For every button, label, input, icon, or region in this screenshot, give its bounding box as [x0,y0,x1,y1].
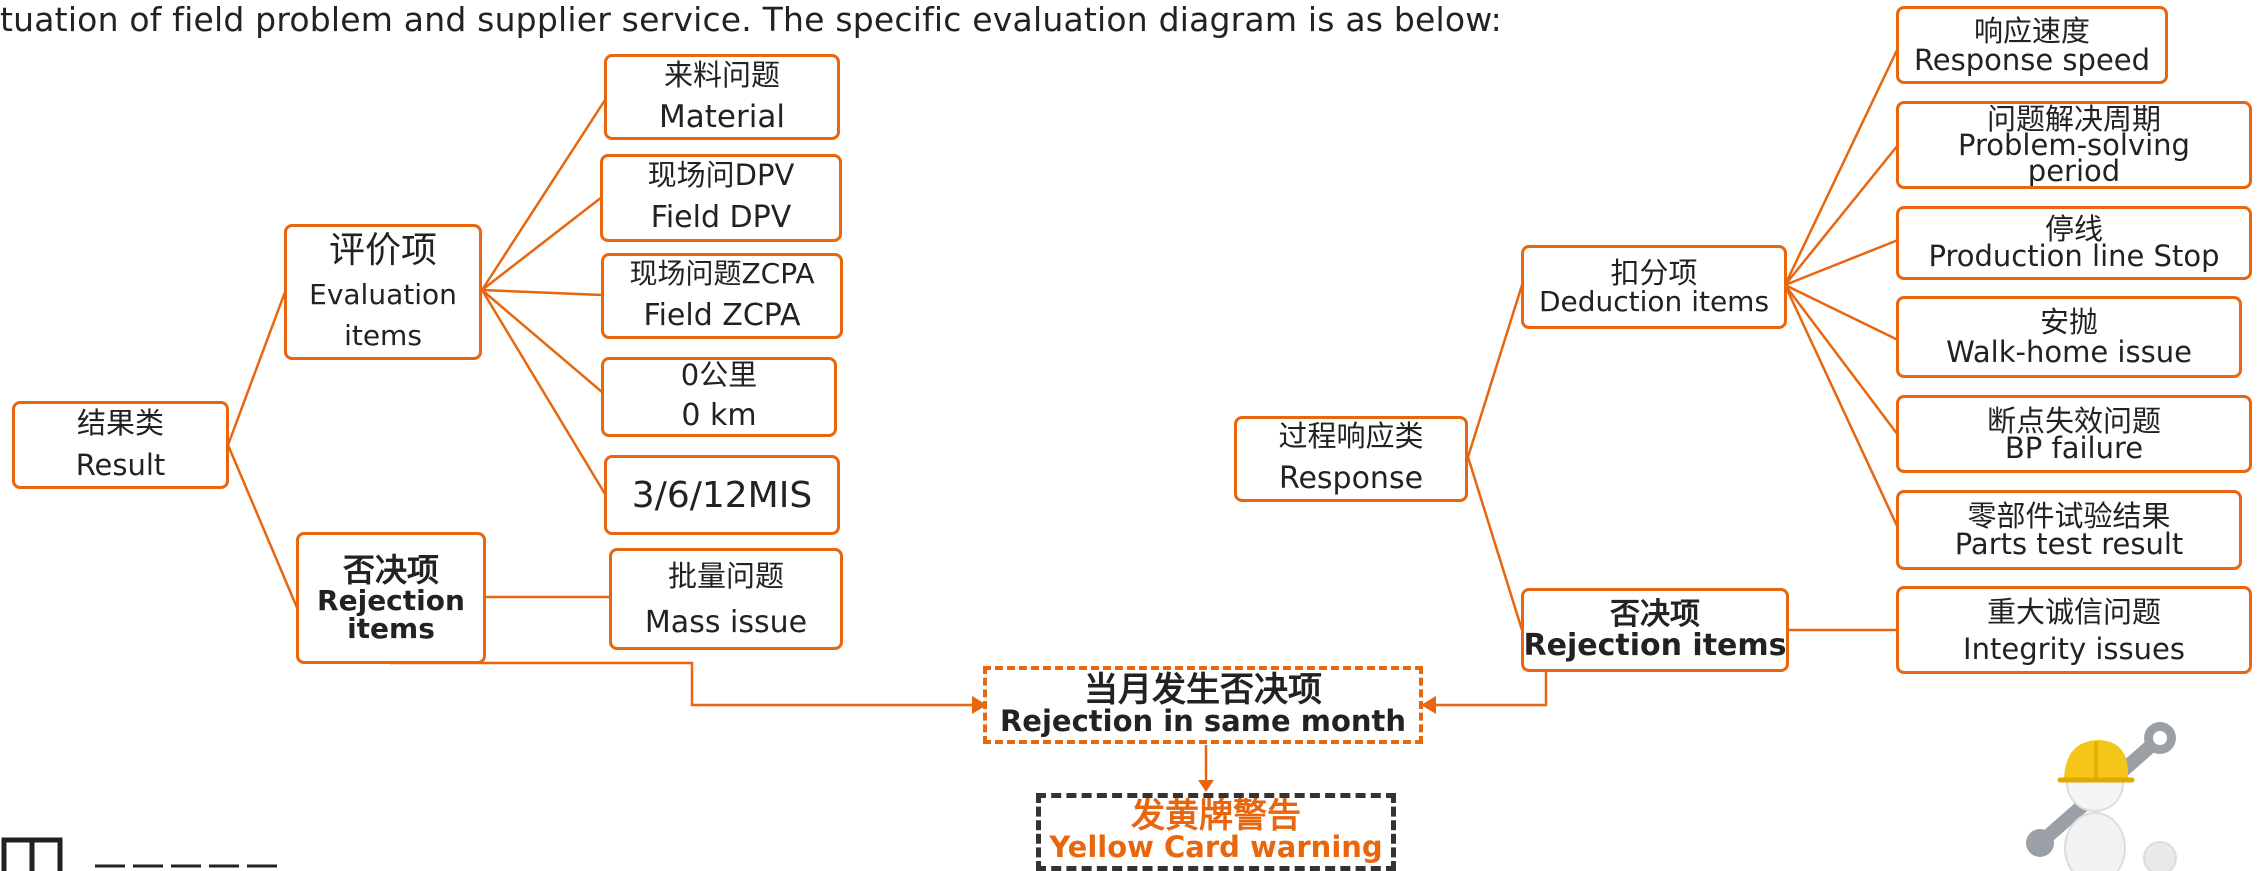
deduction-en: Deduction items [1538,285,1770,318]
result-rejection-en2: items [347,612,435,645]
result-cn: 结果类 [76,406,164,440]
response-en: Response [1278,461,1424,496]
response-speed-en: Response speed [1913,43,2151,77]
integrity-en: Integrity issues [1963,632,2185,666]
walk-home-cn: 安抛 [2039,305,2098,339]
bp-failure-cn: 断点失效问题 [1986,404,2161,438]
result-rejection-cn: 否决项 [342,551,439,589]
intro-text: tuation of field problem and supplier se… [0,0,1502,39]
parts-test-cn: 零部件试验结果 [1967,499,2171,533]
response-rejection-node: 否决项 Rejection items [1521,588,1789,672]
same-month-en: Rejection in same month [999,704,1407,738]
bp-failure-en: BP failure [2004,431,2144,465]
yellow-card-cn: 发黄牌警告 [1131,796,1301,836]
line-stop-cn: 停线 [2044,212,2103,246]
response-rejection-cn: 否决项 [1610,597,1700,632]
same-month-node: 当月发生否决项 Rejection in same month [983,666,1423,744]
line-stop-node: 停线 Production line Stop [1896,206,2252,280]
bp-failure-node: 断点失效问题 BP failure [1896,395,2252,473]
walk-home-node: 安抛 Walk-home issue [1896,296,2242,378]
evaluation-node: 评价项 Evaluation items [284,224,482,360]
logo-icon [1,837,277,871]
field-dpv-en: Field DPV [650,200,792,235]
evaluation-en2: items [344,319,422,352]
response-cn: 过程响应类 [1278,419,1424,453]
field-zcpa-cn: 现场问题ZCPA [629,257,815,290]
zero-km-cn: 0公里 [680,358,758,392]
field-zcpa-en: Field ZCPA [643,298,801,333]
integrity-cn: 重大诚信问题 [1986,595,2161,629]
material-cn: 来料问题 [663,58,780,92]
walk-home-en: Walk-home issue [1946,335,2192,369]
integrity-node: 重大诚信问题 Integrity issues [1896,586,2252,674]
field-dpv-node: 现场问DPV Field DPV [600,154,842,242]
yellow-card-en: Yellow Card warning [1049,830,1383,864]
deduction-cn: 扣分项 [1610,256,1698,290]
response-node: 过程响应类 Response [1234,416,1468,502]
deduction-node: 扣分项 Deduction items [1521,245,1787,329]
field-dpv-cn: 现场问DPV [647,158,795,192]
result-en: Result [75,448,166,482]
line-stop-en: Production line Stop [1928,239,2220,273]
material-node: 来料问题 Material [604,54,840,140]
mis-node: 3/6/12MIS [604,455,840,535]
problem-solving-en1: Problem-solving [1958,128,2190,162]
mis-en: 3/6/12MIS [631,474,813,516]
response-speed-node: 响应速度 Response speed [1896,6,2168,84]
response-rejection-en: Rejection items [1523,628,1787,663]
parts-test-en: Parts test result [1954,527,2184,561]
same-month-cn: 当月发生否决项 [1084,670,1322,710]
evaluation-cn: 评价项 [328,230,437,271]
evaluation-en1: Evaluation [309,278,457,311]
mechanic-figure-icon [2026,722,2177,871]
result-rejection-en1: Rejection [317,584,465,617]
mass-issue-cn: 批量问题 [667,559,784,593]
result-node: 结果类 Result [12,401,229,489]
problem-solving-cn: 问题解决周期 [1986,102,2161,136]
parts-test-node: 零部件试验结果 Parts test result [1896,490,2242,570]
mass-issue-en: Mass issue [644,605,808,640]
zero-km-node: 0公里 0 km [601,357,837,437]
field-zcpa-node: 现场问题ZCPA Field ZCPA [601,253,843,339]
result-rejection-node: 否决项 Rejection items [296,532,486,664]
material-en: Material [659,99,785,135]
response-speed-cn: 响应速度 [1973,14,2090,48]
problem-solving-node: 问题解决周期 Problem-solving period [1896,101,2252,189]
yellow-card-node: 发黄牌警告 Yellow Card warning [1036,793,1396,871]
zero-km-en: 0 km [681,398,757,433]
problem-solving-en2: period [2027,154,2121,188]
mass-issue-node: 批量问题 Mass issue [609,548,843,650]
